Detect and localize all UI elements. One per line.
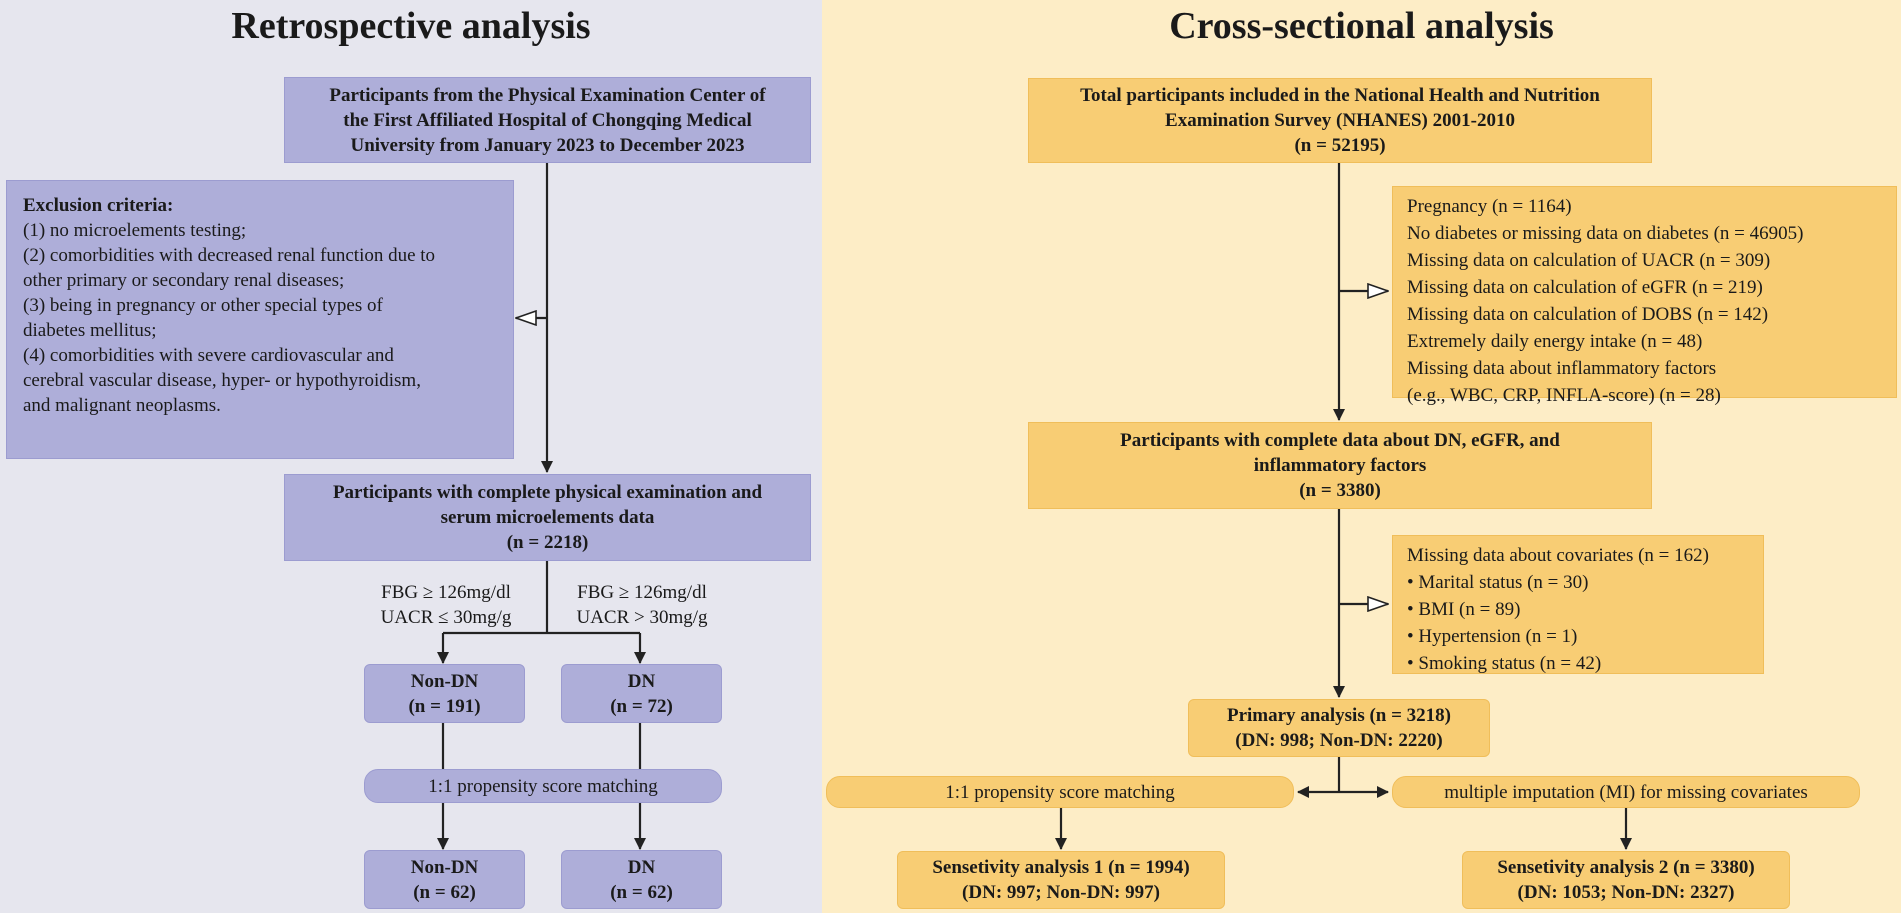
criteria-line: UACR ≤ 30mg/g — [380, 607, 512, 628]
exclusion-item: (1) no microelements testing; — [23, 220, 247, 241]
sensitivity-analysis-2-box: Sensetivity analysis 2 (n = 3380) (DN: 1… — [1462, 851, 1790, 909]
matched-non-dn-box: Non-DN (n = 62) — [364, 850, 525, 909]
complete-line-2: inflammatory factors — [1253, 455, 1427, 476]
exclusion-item: Pregnancy (n = 1164) — [1407, 196, 1572, 217]
exclusion-item: Missing data on calculation of DOBS (n =… — [1407, 304, 1769, 325]
total-line-2: Examination Survey (NHANES) 2001-2010 — [1165, 110, 1515, 131]
exclusion-item: Missing data about covariates (n = 162) — [1407, 545, 1709, 566]
nhanes-total-box: Total participants included in the Natio… — [1028, 78, 1652, 163]
complete-line-1: Participants with complete physical exam… — [332, 482, 763, 503]
exclusion-item: Extremely daily energy intake (n = 48) — [1407, 331, 1703, 352]
non-dn-criteria-label: FBG ≥ 126mg/dl UACR ≤ 30mg/g — [356, 580, 536, 630]
complete-line-3: (n = 3380) — [1299, 480, 1381, 501]
group-name: Non-DN — [410, 670, 479, 692]
exclusion-item: • Smoking status (n = 42) — [1407, 653, 1602, 674]
source-line-3: University from January 2023 to December… — [350, 134, 745, 156]
criteria-line: FBG ≥ 126mg/dl — [577, 582, 707, 603]
exclusion-item: other primary or secondary renal disease… — [23, 270, 345, 291]
source-line-1: Participants from the Physical Examinati… — [329, 84, 766, 106]
exclusion-criteria-title: Exclusion criteria: — [23, 195, 174, 216]
exclusion-list-1-box: Pregnancy (n = 1164) No diabetes or miss… — [1392, 186, 1897, 406]
dn-group-box: DN (n = 72) — [561, 664, 722, 723]
exclusion-item: and malignant neoplasms. — [23, 395, 221, 416]
source-line-2: the First Affiliated Hospital of Chongqi… — [343, 109, 752, 131]
group-name: DN — [627, 670, 656, 692]
complete-data-box: Participants with complete physical exam… — [284, 474, 811, 561]
left-panel-title: Retrospective analysis — [231, 5, 591, 47]
primary-analysis-box: Primary analysis (n = 3218) (DN: 998; No… — [1188, 699, 1490, 757]
non-dn-group-box: Non-DN (n = 191) — [364, 664, 525, 723]
criteria-line: UACR > 30mg/g — [576, 607, 708, 628]
group-count: (n = 62) — [413, 881, 476, 903]
sensitivity-analysis-1-box: Sensetivity analysis 1 (n = 1994) (DN: 9… — [897, 851, 1225, 909]
dn-criteria-label: FBG ≥ 126mg/dl UACR > 30mg/g — [552, 580, 732, 630]
group-name: DN — [627, 856, 656, 878]
total-line-3: (n = 52195) — [1294, 135, 1386, 156]
exclusion-item: (3) being in pregnancy or other special … — [23, 295, 383, 316]
covariates-exclusion-box: Missing data about covariates (n = 162) … — [1392, 535, 1764, 674]
complete-line-1: Participants with complete data about DN… — [1120, 430, 1560, 451]
group-count: (n = 191) — [408, 695, 481, 717]
group-name: Non-DN — [410, 856, 479, 878]
exclusion-item: Missing data on calculation of UACR (n =… — [1407, 250, 1771, 271]
exclusion-item: • Marital status (n = 30) — [1407, 572, 1589, 593]
right-propensity-matching-box: 1:1 propensity score matching — [826, 776, 1294, 808]
group-count: (n = 62) — [610, 881, 673, 903]
exclusion-item: (4) comorbidities with severe cardiovasc… — [23, 345, 394, 366]
psm-label: 1:1 propensity score matching — [428, 775, 658, 797]
mi-label: multiple imputation (MI) for missing cov… — [1444, 781, 1808, 803]
right-panel-title: Cross-sectional analysis — [1169, 5, 1554, 47]
exclusion-item: diabetes mellitus; — [23, 320, 157, 341]
exclusion-item: cerebral vascular disease, hyper- or hyp… — [23, 370, 421, 391]
exclusion-item: No diabetes or missing data on diabetes … — [1407, 223, 1804, 244]
complete-line-3: (n = 2218) — [506, 532, 589, 553]
multiple-imputation-box: multiple imputation (MI) for missing cov… — [1392, 776, 1860, 808]
psm-label: 1:1 propensity score matching — [945, 781, 1175, 803]
primary-line-1: Primary analysis (n = 3218) — [1226, 705, 1452, 726]
exclusion-item: (e.g., WBC, CRP, INFLA-score) (n = 28) — [1407, 385, 1721, 406]
complete-line-2: serum microelements data — [440, 507, 655, 528]
sens2-line-2: (DN: 1053; Non-DN: 2327) — [1517, 882, 1735, 903]
exclusion-item: • BMI (n = 89) — [1407, 599, 1521, 620]
source-participants-box: Participants from the Physical Examinati… — [284, 77, 811, 163]
left-propensity-matching-box: 1:1 propensity score matching — [364, 769, 722, 803]
sens1-line-1: Sensetivity analysis 1 (n = 1994) — [932, 857, 1190, 878]
exclusion-item: Missing data about inflammatory factors — [1407, 358, 1717, 379]
matched-dn-box: DN (n = 62) — [561, 850, 722, 909]
sens2-line-1: Sensetivity analysis 2 (n = 3380) — [1497, 857, 1755, 878]
complete-data-nhanes-box: Participants with complete data about DN… — [1028, 422, 1652, 509]
exclusion-item: Missing data on calculation of eGFR (n =… — [1407, 277, 1763, 298]
group-count: (n = 72) — [610, 695, 673, 717]
exclusion-item: (2) comorbidities with decreased renal f… — [23, 245, 436, 266]
exclusion-item: • Hypertension (n = 1) — [1407, 626, 1578, 647]
sens1-line-2: (DN: 997; Non-DN: 997) — [962, 882, 1160, 903]
total-line-1: Total participants included in the Natio… — [1080, 85, 1600, 106]
criteria-line: FBG ≥ 126mg/dl — [381, 582, 511, 603]
exclusion-criteria-box: Exclusion criteria: (1) no microelements… — [6, 180, 514, 459]
primary-line-2: (DN: 998; Non-DN: 2220) — [1235, 730, 1443, 751]
